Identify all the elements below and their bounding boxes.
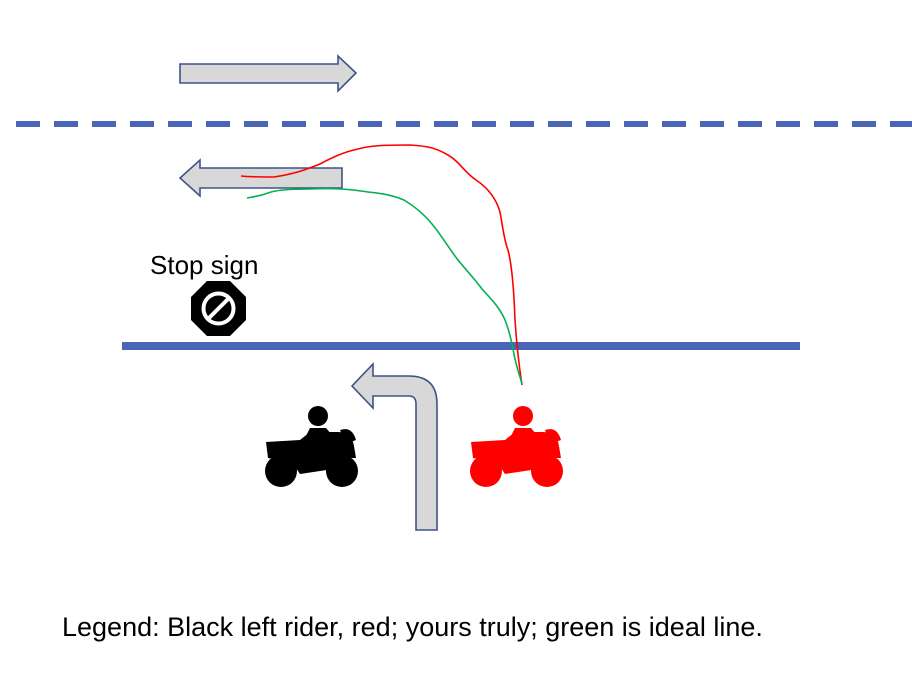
stop-sign xyxy=(191,281,246,336)
stop-sign-label: Stop sign xyxy=(150,250,259,280)
motorcycle-rider-icon xyxy=(470,406,563,487)
black-rider xyxy=(265,406,358,487)
red-rider xyxy=(470,406,563,487)
motorcycle-rider-icon xyxy=(265,406,358,487)
left-turn-arrow xyxy=(350,362,438,531)
red-path-line xyxy=(240,144,523,386)
legend-text: Legend: Black left rider, red; yours tru… xyxy=(62,612,763,642)
green-path-line xyxy=(246,187,523,385)
right-arrow xyxy=(179,54,358,93)
